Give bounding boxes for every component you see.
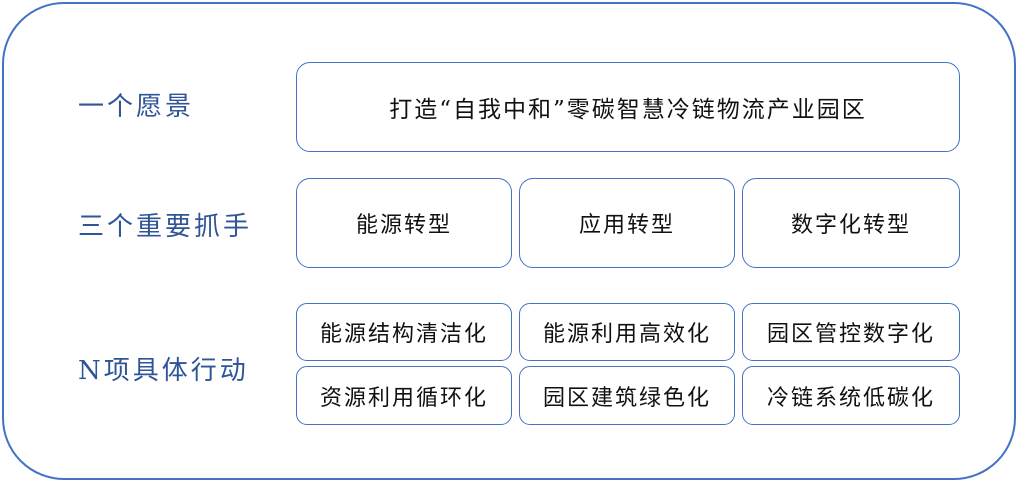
action-digital-park-control: 园区管控数字化 (742, 303, 960, 361)
vision-statement-box: 打造“自我中和”零碳智慧冷链物流产业园区 (296, 62, 960, 152)
actions-label: N项具体行动 (78, 356, 249, 386)
levers-label: 三个重要抓手 (78, 212, 253, 242)
lever-application-transformation: 应用转型 (519, 178, 735, 268)
action-green-park-buildings: 园区建筑绿色化 (519, 366, 735, 425)
action-text: 冷链系统低碳化 (766, 385, 935, 411)
action-circular-resource-use: 资源利用循环化 (296, 366, 512, 425)
vision-label: 一个愿景 (78, 92, 195, 122)
outer-frame (2, 2, 1016, 480)
action-low-carbon-cold-chain: 冷链系统低碳化 (742, 366, 960, 425)
action-clean-energy-structure: 能源结构清洁化 (296, 303, 512, 361)
lever-text: 应用转型 (578, 213, 675, 238)
lever-digital-transformation: 数字化转型 (742, 178, 960, 268)
lever-text: 数字化转型 (790, 213, 911, 238)
lever-energy-transformation: 能源转型 (296, 178, 512, 268)
vision-statement: 打造“自我中和”零碳智慧冷链物流产业园区 (389, 97, 867, 123)
action-text: 能源结构清洁化 (319, 322, 488, 347)
lever-text: 能源转型 (355, 213, 452, 238)
action-efficient-energy-use: 能源利用高效化 (519, 303, 735, 361)
action-text: 园区建筑绿色化 (542, 385, 711, 411)
action-text: 能源利用高效化 (542, 322, 711, 347)
action-text: 资源利用循环化 (319, 385, 488, 411)
action-text: 园区管控数字化 (766, 322, 935, 347)
